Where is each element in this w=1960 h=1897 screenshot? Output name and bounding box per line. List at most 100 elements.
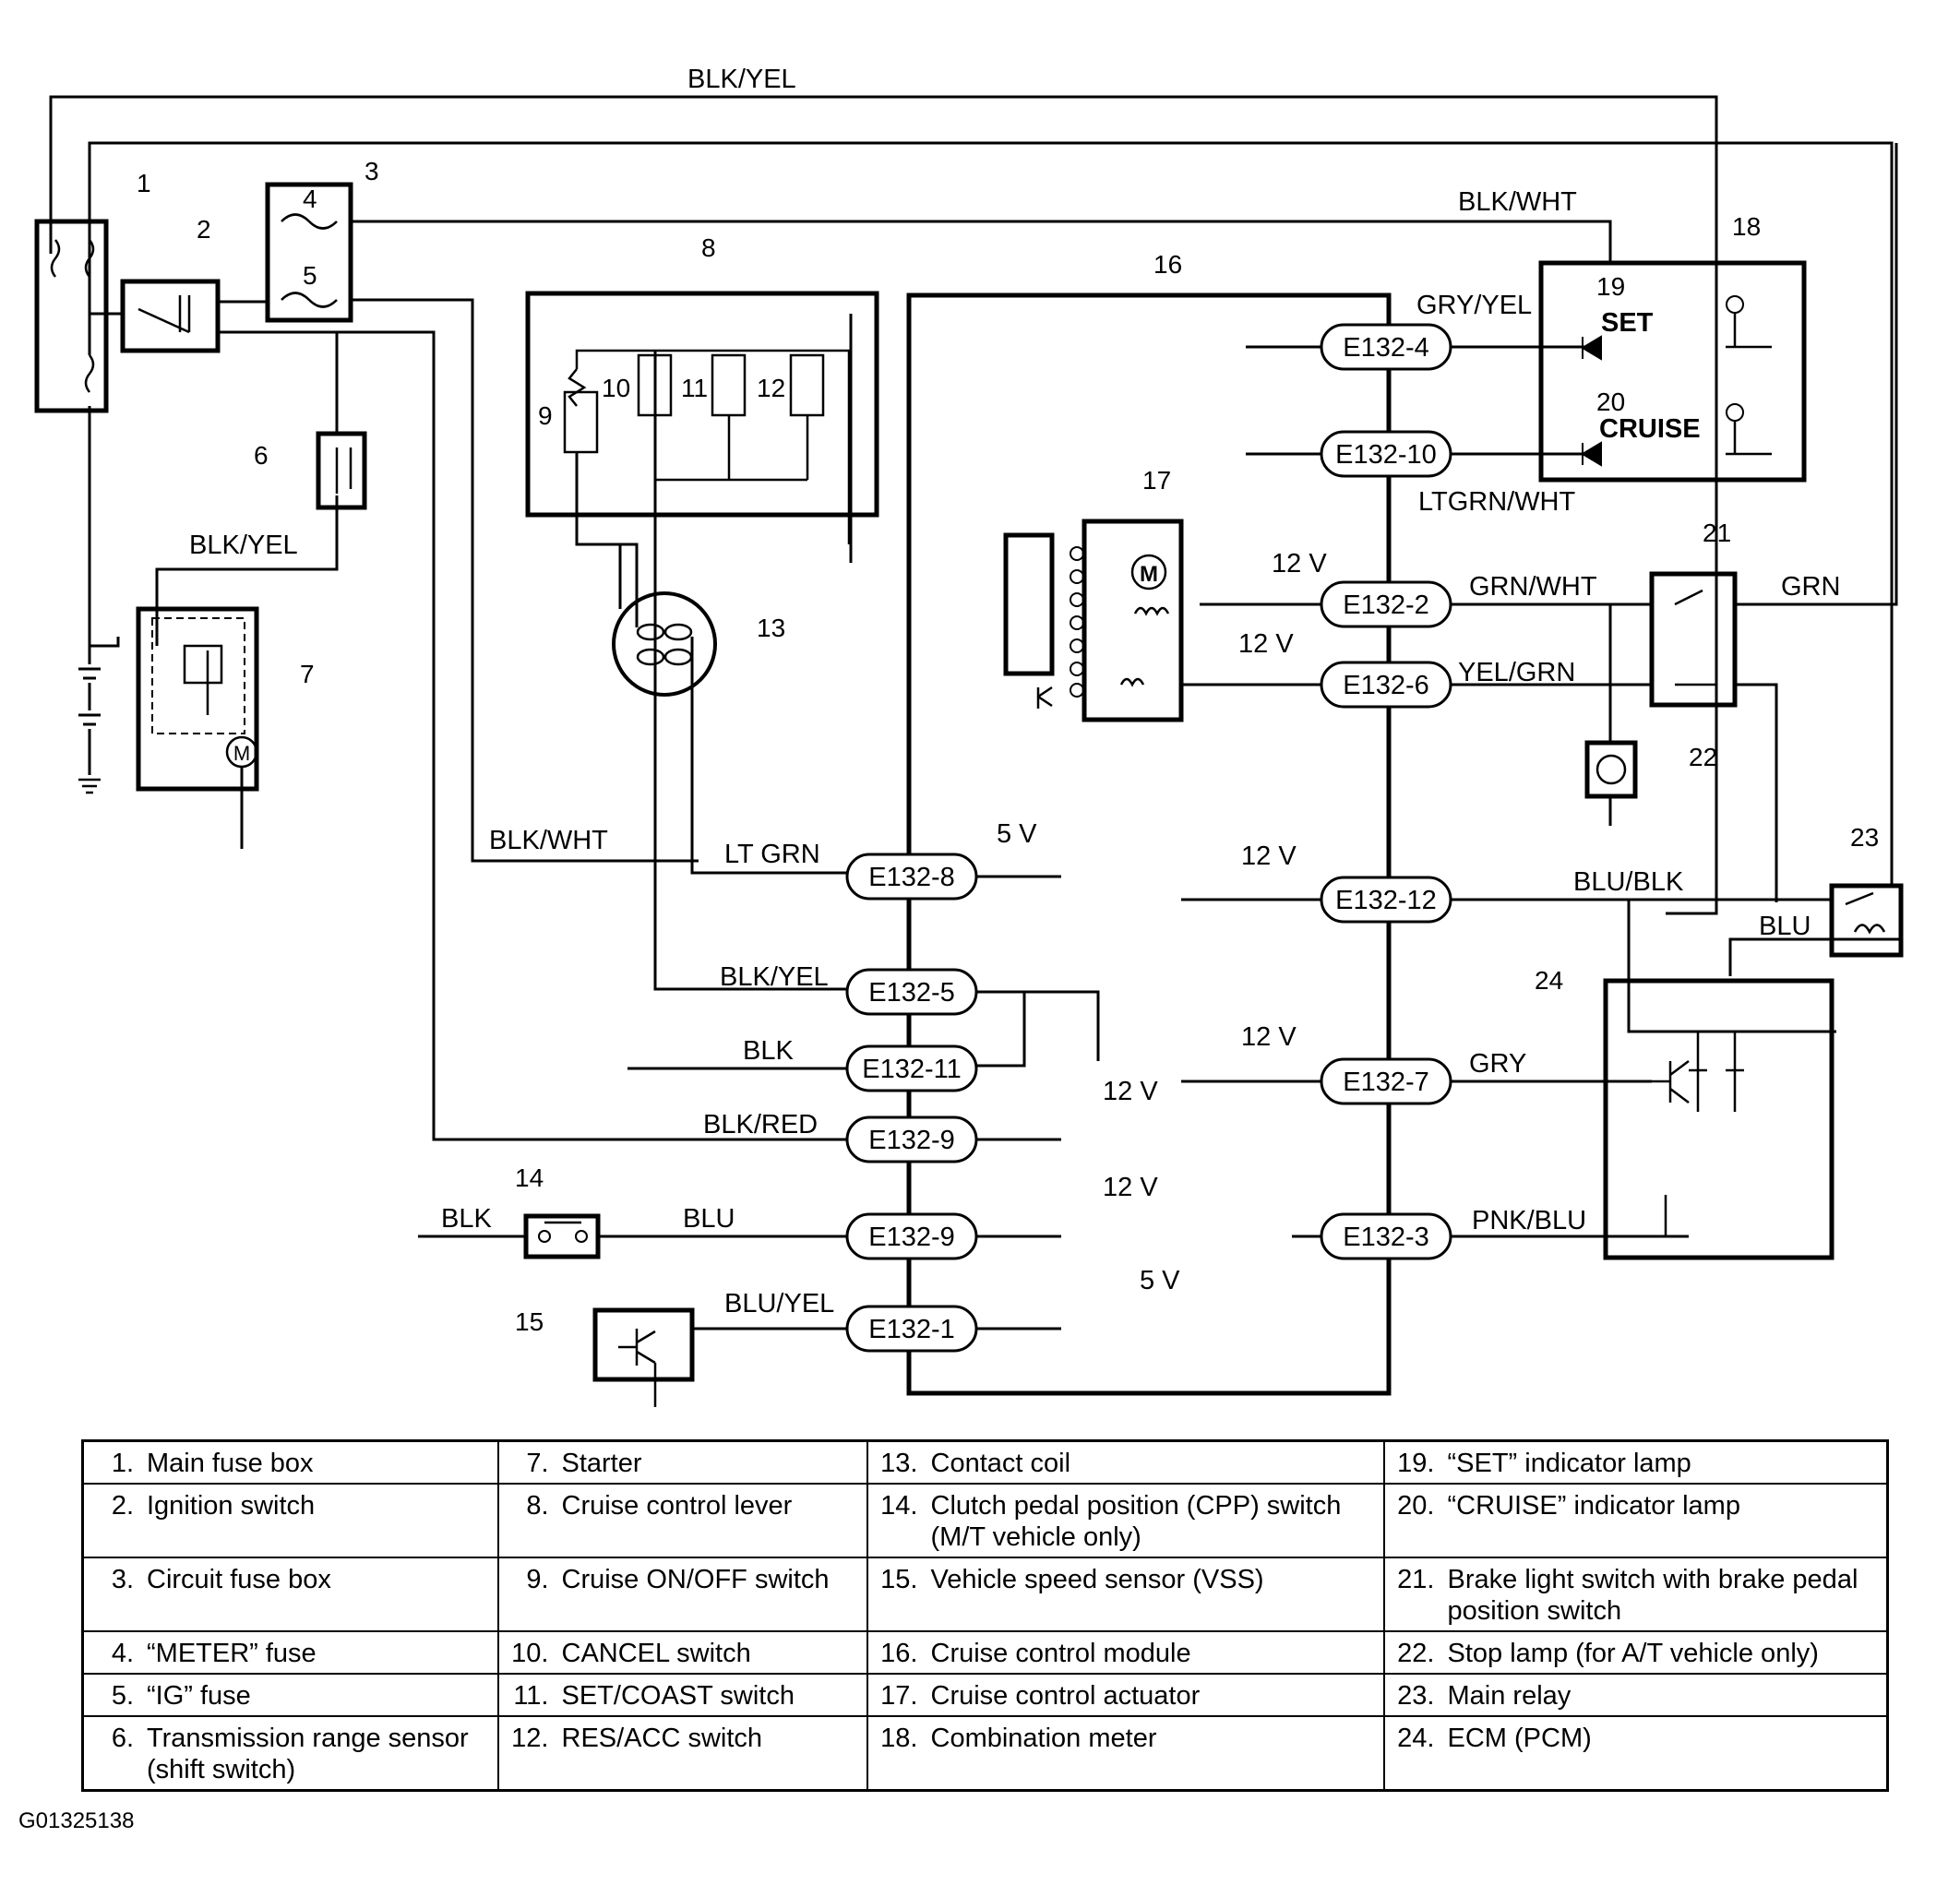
svg-text:E132-11: E132-11 — [862, 1055, 962, 1084]
combination-meter: SET CRUISE — [1538, 260, 1807, 483]
wire-label: BLK — [743, 1036, 794, 1066]
starter: M — [136, 606, 259, 849]
pin-e132-2: E132-2 — [1320, 580, 1452, 628]
callout: 24 — [1535, 966, 1563, 995]
v5-label: 5 V — [1140, 1266, 1180, 1295]
wire-color-labels: BLK/YEL BLK/WHT GRY/YEL LTGRN/WHT GRN/WH… — [189, 65, 1840, 1318]
legend-number: 6. — [111, 1724, 134, 1753]
callout: 14 — [515, 1163, 544, 1192]
wire-label: LTGRN/WHT — [1418, 487, 1576, 517]
wire-label: BLK/RED — [703, 1110, 818, 1139]
legend-entry: 11.SET/COAST switch — [496, 1673, 868, 1717]
legend-entry: 13. Contact coil — [866, 1439, 1385, 1485]
legend-text: RES/ACC switch — [561, 1724, 763, 1753]
legend-number: 15. — [880, 1565, 918, 1594]
legend-number: 24. — [1397, 1724, 1435, 1753]
wire-label: BLK/WHT — [1458, 187, 1577, 217]
wire-label: BLU — [683, 1204, 735, 1234]
wire-label: GRN — [1781, 572, 1840, 602]
main-relay — [1829, 883, 1904, 958]
legend-text: Cruise control lever — [561, 1491, 793, 1521]
legend-entry: 19. “SET” indicator lamp — [1382, 1439, 1889, 1485]
pin-e132-3: E132-3 — [1320, 1212, 1452, 1260]
actuator-motor-symbol: M — [1140, 562, 1158, 587]
pin-e132-9a: E132-9 — [845, 1116, 978, 1163]
legend-entry: 20.“CRUISE” indicator lamp — [1382, 1483, 1889, 1558]
legend-entry: 12. RES/ACC switch — [496, 1715, 868, 1792]
legend-text: “CRUISE” indicator lamp — [1447, 1491, 1740, 1521]
callout: 8 — [701, 233, 716, 262]
legend-text: “SET” indicator lamp — [1447, 1449, 1691, 1478]
svg-text:E132-5: E132-5 — [868, 978, 955, 1008]
legend-number: 19. — [1397, 1449, 1435, 1478]
transmission-range-sensor — [316, 431, 367, 510]
legend-text: Contact coil — [930, 1449, 1071, 1478]
legend-text: Main relay — [1447, 1681, 1572, 1711]
callout: 18 — [1732, 212, 1761, 241]
svg-text:E132-4: E132-4 — [1343, 333, 1429, 363]
svg-text:E132-1: E132-1 — [868, 1315, 955, 1344]
legend-number: 2. — [111, 1491, 134, 1521]
ecm — [1603, 978, 1835, 1260]
legend-text: Cruise control module — [930, 1639, 1191, 1668]
legend-text: Transmission range sensor (shift switch) — [147, 1724, 469, 1784]
legend-number: 17. — [880, 1681, 918, 1711]
legend-entry: 16.Cruise control module — [866, 1630, 1385, 1675]
legend-number: 5. — [111, 1681, 134, 1711]
wire-label: BLK/YEL — [720, 962, 829, 992]
wire-label: GRY — [1469, 1049, 1526, 1079]
callout: 13 — [757, 614, 785, 642]
legend-text: Ignition switch — [147, 1491, 316, 1521]
v12-label: 12 V — [1241, 1022, 1297, 1052]
contact-coil — [612, 591, 717, 697]
pin-e132-7: E132-7 — [1320, 1057, 1452, 1105]
legend-entry: 8.Cruise control lever — [496, 1483, 868, 1558]
svg-text:E132-8: E132-8 — [868, 863, 955, 892]
legend-entry: 1.Main fuse box — [81, 1439, 499, 1485]
legend-number: 23. — [1397, 1681, 1435, 1711]
legend-number: 12. — [511, 1724, 549, 1753]
pin-e132-4: E132-4 — [1320, 323, 1452, 371]
wire-label: LT GRN — [724, 840, 820, 869]
legend-number: 22. — [1397, 1639, 1435, 1668]
callout-numbers: 1 2 3 4 5 6 7 8 9 10 11 12 13 14 15 16 1… — [137, 157, 1879, 1336]
legend-number: 18. — [880, 1724, 918, 1753]
v12-label: 12 V — [1272, 549, 1327, 579]
wire-label: GRN/WHT — [1469, 572, 1597, 602]
cruise-control-actuator: M — [1003, 519, 1184, 722]
legend-entry: 15.Vehicle speed sensor (VSS) — [866, 1557, 1385, 1632]
callout: 1 — [137, 169, 151, 197]
legend-number: 10. — [511, 1639, 549, 1668]
battery — [78, 646, 101, 794]
svg-text:E132-10: E132-10 — [1335, 440, 1437, 470]
callout: 21 — [1703, 519, 1731, 547]
pin-e132-9b: E132-9 — [845, 1212, 978, 1260]
legend-number: 4. — [111, 1639, 134, 1668]
legend-number: 13. — [880, 1449, 918, 1478]
callout: 19 — [1596, 272, 1625, 301]
v12-label: 12 V — [1103, 1077, 1158, 1106]
cruise-control-module — [906, 292, 1392, 1396]
pin-e132-1: E132-1 — [845, 1305, 978, 1353]
pin-e132-6: E132-6 — [1320, 661, 1452, 709]
svg-text:E132-9: E132-9 — [868, 1223, 955, 1252]
legend-entry: 4. “METER” fuse — [81, 1630, 499, 1675]
callout: 2 — [197, 215, 211, 244]
pin-e132-12: E132-12 — [1320, 876, 1452, 924]
pin-e132-10: E132-10 — [1320, 430, 1452, 478]
legend-text: Main fuse box — [147, 1449, 314, 1478]
main-fuse-box — [34, 219, 109, 413]
wire-label: GRY/YEL — [1416, 291, 1532, 320]
legend-text: “METER” fuse — [147, 1639, 317, 1668]
legend-number: 14. — [880, 1491, 918, 1521]
svg-text:E132-12: E132-12 — [1335, 886, 1437, 915]
legend-text: Brake light switch with brake pedal posi… — [1447, 1565, 1858, 1626]
brake-light-switch — [1649, 571, 1738, 708]
pin-e132-8: E132-8 — [845, 853, 978, 901]
callout: 22 — [1689, 743, 1717, 771]
legend-text: “IG” fuse — [147, 1681, 251, 1711]
legend-row: 2. Ignition switch 8.Cruise control lever 1… — [81, 1483, 1889, 1558]
